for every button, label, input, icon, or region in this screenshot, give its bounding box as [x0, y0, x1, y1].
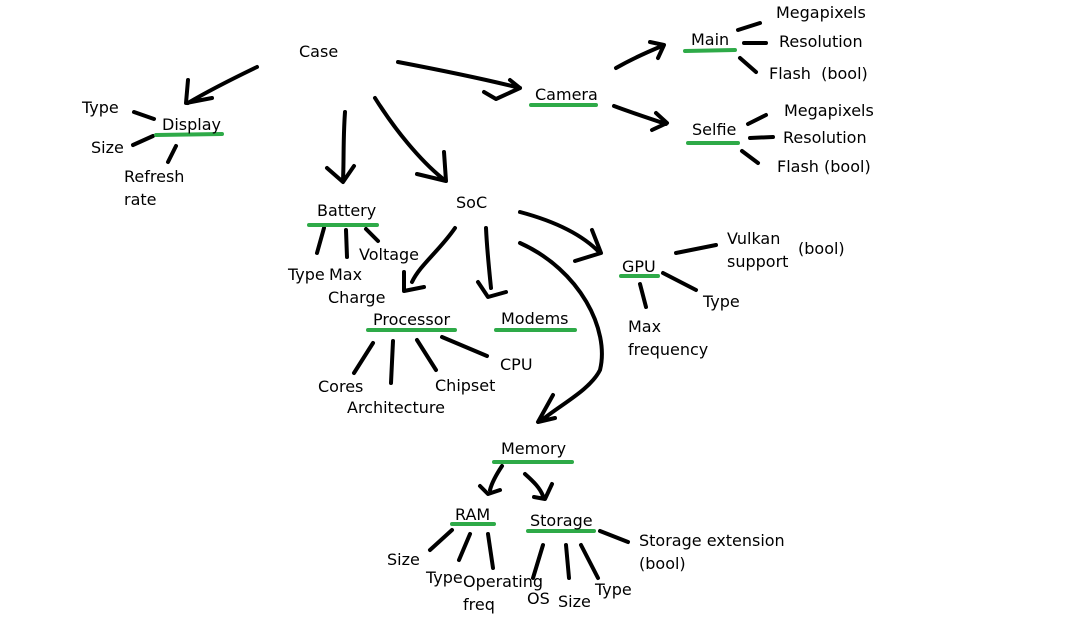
arrow-soc-memory	[518, 241, 604, 424]
tick-ram-size	[428, 528, 454, 552]
tick-storage-type	[579, 543, 600, 580]
tick-storage-os	[531, 543, 545, 580]
selfie-attr-flash: Flash (bool)	[777, 157, 871, 176]
display-attr-type: Type	[82, 98, 119, 117]
node-case: Case	[299, 42, 339, 61]
node-soc: SoC	[456, 193, 488, 212]
selfie-attr-resolution: Resolution	[783, 128, 867, 147]
arrow-memory-storage	[523, 472, 554, 501]
arrow-soc-gpu	[518, 210, 603, 263]
tick-battery-type	[315, 226, 326, 255]
arrow-camera-main	[614, 40, 666, 70]
underline-display	[154, 132, 224, 137]
node-memory: Memory	[501, 439, 567, 458]
node-ram: RAM	[455, 505, 491, 524]
tick-ram-type	[457, 532, 472, 562]
arrow-case-soc	[373, 96, 448, 183]
arrow-case-display	[184, 65, 259, 105]
arrow-case-battery	[325, 110, 356, 184]
ram-attr-opfreq-line1: Operating	[463, 572, 543, 591]
tick-selfie-megapixels	[746, 113, 768, 126]
tick-battery-max	[344, 228, 349, 259]
processor-attr-architecture: Architecture	[347, 398, 445, 417]
gpu-attr-vulkan: Vulkan support	[727, 229, 788, 271]
node-display: Display	[162, 115, 221, 134]
display-attr-refresh-line1: Refresh	[124, 167, 185, 186]
tick-main-flash	[738, 56, 758, 74]
arrow-soc-modems	[476, 226, 508, 299]
processor-attr-cores: Cores	[318, 377, 364, 396]
processor-attr-chipset: Chipset	[435, 376, 496, 395]
tick-main-megapixels	[736, 21, 762, 32]
gpu-attr-vulkan-line2: support	[727, 252, 789, 271]
tick-storage-extension	[598, 529, 630, 544]
arrow-case-camera	[396, 60, 522, 101]
node-modems: Modems	[501, 309, 569, 328]
storage-attr-size: Size	[558, 592, 591, 611]
ram-attr-size: Size	[387, 550, 420, 569]
node-storage: Storage	[530, 511, 593, 530]
arrow-soc-processor	[402, 226, 457, 293]
tick-battery-voltage	[364, 227, 380, 243]
display-attr-refresh-line2: rate	[124, 190, 157, 209]
display-attr-refresh-rate: Refresh rate	[124, 167, 184, 209]
main-attr-megapixels: Megapixels	[776, 3, 866, 22]
gpu-attr-maxfreq-line2: frequency	[628, 340, 709, 359]
tick-gpu-type	[661, 271, 698, 292]
storage-attr-type: Type	[595, 580, 632, 599]
gpu-attr-type: Type	[703, 292, 740, 311]
tick-selfie-resolution	[748, 135, 775, 140]
arrow-memory-ram	[478, 464, 504, 496]
tick-storage-size	[564, 543, 571, 580]
selfie-attr-megapixels: Megapixels	[784, 101, 874, 120]
node-selfie: Selfie	[692, 120, 737, 139]
gpu-attr-max-frequency: Max frequency	[628, 317, 708, 359]
processor-attr-cpu: CPU	[500, 355, 533, 374]
arrow-camera-selfie	[612, 104, 669, 132]
tick-processor-chipset	[415, 338, 438, 372]
battery-attr-max: Max	[329, 265, 363, 284]
gpu-attr-maxfreq-line1: Max	[628, 317, 662, 336]
ram-attr-type: Type	[426, 568, 463, 587]
battery-attr-type: Type	[288, 265, 325, 284]
storage-attr-extension-bool: (bool)	[639, 554, 686, 573]
main-attr-flash: Flash (bool)	[769, 64, 868, 83]
gpu-attr-vulkan-line1: Vulkan	[727, 229, 781, 248]
tick-ram-opfreq	[486, 532, 495, 570]
tick-processor-architecture	[389, 339, 395, 385]
tick-display-refresh	[166, 144, 178, 164]
battery-attr-voltage: Voltage	[359, 245, 420, 264]
tick-gpu-vulkan	[674, 243, 718, 255]
storage-attr-extension: Storage extension	[639, 531, 785, 550]
ram-attr-operating-freq: Operating freq	[463, 572, 543, 614]
tick-gpu-maxfreq	[638, 282, 648, 309]
ram-attr-opfreq-line2: freq	[463, 595, 495, 614]
display-attr-size: Size	[91, 138, 124, 157]
gpu-attr-vulkan-bool: (bool)	[798, 239, 845, 258]
tick-selfie-flash	[740, 149, 760, 165]
underline-main	[683, 48, 737, 53]
node-processor: Processor	[373, 310, 451, 329]
node-main: Main	[691, 30, 730, 49]
battery-attr-charge: Charge	[328, 288, 386, 307]
node-battery: Battery	[317, 201, 377, 220]
tick-processor-cpu	[440, 335, 489, 358]
storage-attr-os: OS	[527, 589, 550, 608]
node-camera: Camera	[535, 85, 598, 104]
tick-display-size	[131, 134, 155, 147]
node-gpu: GPU	[622, 257, 656, 276]
main-attr-resolution: Resolution	[779, 32, 863, 51]
tick-display-type	[132, 110, 156, 121]
tick-processor-cores	[352, 341, 375, 375]
